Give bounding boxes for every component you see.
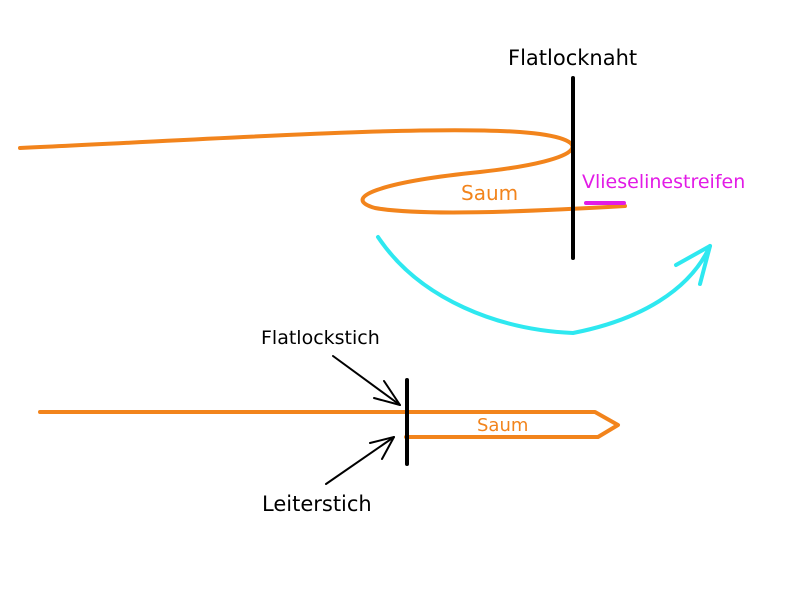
- folded-fabric-line: [18, 128, 627, 215]
- fold-arrow: [376, 235, 712, 335]
- bottom-fabric-outline: [38, 410, 620, 439]
- bottom-saum-label: Saum: [477, 415, 529, 436]
- fold-arrow-head: [674, 244, 712, 286]
- flatlocknaht-label: Flatlocknaht: [508, 46, 638, 70]
- top-saum-label: Saum: [461, 181, 519, 205]
- vlieselinestreifen-label: Vlieselinestreifen: [582, 171, 746, 193]
- flatlockstich-pointer-arrow: [332, 355, 401, 406]
- flatlockstich-label: Flatlockstich: [261, 327, 380, 349]
- leiterstich-label: Leiterstich: [262, 492, 372, 516]
- leiterstich-pointer-arrow: [325, 436, 395, 485]
